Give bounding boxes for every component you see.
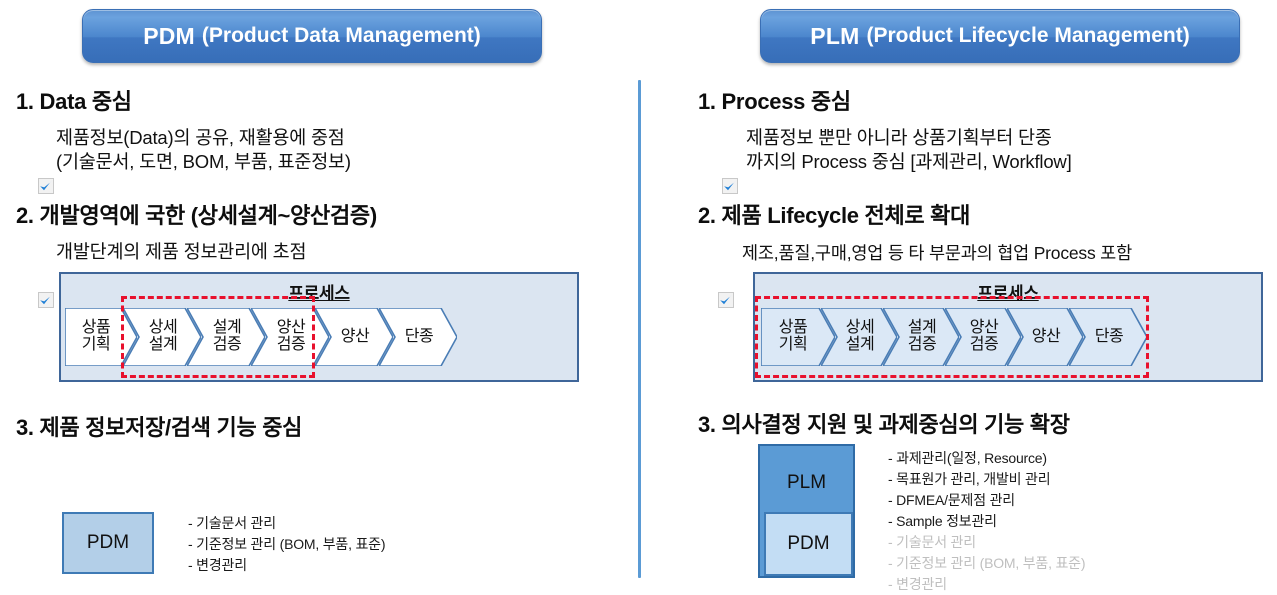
process-step-label: 설계 검증 bbox=[907, 319, 937, 353]
pdm-process-panel: 프로세스 상품 기획 상세 설계 설계 검증 양산 검증 양산 단종 bbox=[59, 272, 579, 382]
process-step-label: 상품 기획 bbox=[81, 319, 111, 353]
process-step: 양산 검증 bbox=[251, 308, 329, 366]
process-step: 상품 기획 bbox=[761, 308, 835, 366]
plm-notes-list: - 과제관리(일정, Resource) - 목표원가 관리, 개발비 관리 - D… bbox=[888, 448, 1086, 595]
panel-plm: PLM (Product Lifecycle Management) 1. Pr… bbox=[640, 0, 1277, 592]
plm-point-1-bullet-1: 제품정보 뿐만 아니라 상품기획부터 단종 까지의 Process 중심 [과제… bbox=[722, 126, 1277, 195]
pdm-header-abbr: PDM bbox=[143, 22, 195, 49]
plm-process-title: 프로세스 bbox=[977, 284, 1039, 303]
pdm-point-2-bullet-1: 개발단계의 제품 정보관리에 초점 bbox=[38, 240, 618, 309]
pdm-process-title: 프로세스 bbox=[288, 284, 350, 303]
plm-point-2-bullet-1: 제조,품질,구매,영업 등 타 부문과의 협업 Process 포함 bbox=[718, 242, 1277, 308]
process-step: 양산 bbox=[1007, 308, 1083, 366]
note-item: - 변경관리 bbox=[888, 576, 947, 592]
check-icon bbox=[718, 246, 734, 308]
process-step: 상품 기획 bbox=[65, 308, 137, 366]
check-icon bbox=[38, 130, 54, 195]
process-step-label: 양산 검증 bbox=[969, 319, 999, 353]
process-step-label: 양산 bbox=[1031, 327, 1061, 345]
process-step: 단종 bbox=[1069, 308, 1147, 366]
plm-point-1-heading: 1. Process 중심 bbox=[698, 89, 851, 114]
process-step-label: 상세 설계 bbox=[148, 319, 178, 353]
panel-pdm: PDM (Product Data Management) 1. Data 중심… bbox=[0, 0, 638, 583]
pdm-point-2-heading: 2. 개발영역에 국한 (상세설계~양산검증) bbox=[16, 203, 377, 228]
pdm-process-chevron-row: 상품 기획 상세 설계 설계 검증 양산 검증 양산 단종 bbox=[61, 296, 577, 378]
process-step: 상세 설계 bbox=[123, 308, 201, 366]
plm-process-panel: 프로세스 상품 기획 상세 설계 설계 검증 양산 검증 양산 단종 bbox=[753, 272, 1263, 382]
panel-divider bbox=[638, 80, 641, 578]
plm-point-2-heading: 2. 제품 Lifecycle 전체로 확대 bbox=[698, 203, 971, 228]
pdm-header-full: (Product Data Management) bbox=[201, 24, 481, 47]
note-item: - DFMEA/문제점 관리 bbox=[888, 492, 1015, 508]
process-step-label: 단종 bbox=[1094, 327, 1124, 345]
plm-stack-inner-pdm-box: PDM bbox=[764, 512, 853, 576]
check-icon bbox=[722, 130, 738, 195]
bullet-text: 개발단계의 제품 정보관리에 초점 bbox=[56, 241, 307, 262]
process-step: 상세 설계 bbox=[821, 308, 897, 366]
plm-header-pill: PLM (Product Lifecycle Management) bbox=[760, 9, 1240, 63]
process-step-label: 상세 설계 bbox=[845, 319, 875, 353]
note-item: - 기술문서 관리 bbox=[888, 534, 976, 550]
note-item: - Sample 정보관리 bbox=[888, 513, 997, 529]
process-step-label: 양산 검증 bbox=[276, 319, 306, 353]
plm-stack-box: PLM PDM bbox=[758, 444, 855, 578]
plm-header-full: (Product Lifecycle Management) bbox=[866, 24, 1190, 47]
process-step: 단종 bbox=[379, 308, 457, 366]
check-icon bbox=[38, 244, 54, 309]
pdm-stack-box-label: PDM bbox=[86, 532, 130, 553]
pdm-point-1-heading: 1. Data 중심 bbox=[16, 89, 132, 114]
bullet-text: 제품정보 뿐만 아니라 상품기획부터 단종 까지의 Process 중심 [과제… bbox=[746, 127, 1072, 173]
process-step-label: 설계 검증 bbox=[212, 319, 242, 353]
pdm-point-1-bullet-1: 제품정보(Data)의 공유, 재활용에 중점 (기술문서, 도면, BOM, … bbox=[38, 126, 618, 195]
pdm-header-pill: PDM (Product Data Management) bbox=[82, 9, 542, 63]
bullet-text: 제품정보(Data)의 공유, 재활용에 중점 (기술문서, 도면, BOM, … bbox=[56, 127, 351, 173]
plm-point-3-heading: 3. 의사결정 지원 및 과제중심의 기능 확장 bbox=[698, 412, 1070, 437]
note-item: - 기준정보 관리 (BOM, 부품, 표준) bbox=[888, 555, 1086, 571]
plm-stack-box-label: PLM bbox=[786, 472, 827, 493]
pdm-point-3-heading: 3. 제품 정보저장/검색 기능 중심 bbox=[16, 415, 303, 440]
bullet-text: 제조,품질,구매,영업 등 타 부문과의 협업 Process 포함 bbox=[742, 243, 1132, 263]
note-item: - 기술문서 관리 bbox=[188, 515, 276, 531]
process-step-label: 상품 기획 bbox=[778, 319, 808, 353]
process-step: 양산 bbox=[315, 308, 393, 366]
process-step: 설계 검증 bbox=[883, 308, 959, 366]
process-step: 양산 검증 bbox=[945, 308, 1021, 366]
plm-header-abbr: PLM bbox=[810, 22, 860, 49]
process-step-label: 단종 bbox=[404, 327, 434, 345]
plm-stack-inner-pdm-label: PDM bbox=[787, 533, 830, 554]
plm-process-chevron-row: 상품 기획 상세 설계 설계 검증 양산 검증 양산 단종 bbox=[755, 296, 1261, 378]
note-item: - 변경관리 bbox=[188, 557, 247, 573]
note-item: - 기준정보 관리 (BOM, 부품, 표준) bbox=[188, 536, 386, 552]
note-item: - 과제관리(일정, Resource) bbox=[888, 450, 1047, 466]
note-item: - 목표원가 관리, 개발비 관리 bbox=[888, 471, 1051, 487]
process-step-label: 양산 bbox=[340, 327, 370, 345]
process-step: 설계 검증 bbox=[187, 308, 265, 366]
pdm-stack-box: PDM bbox=[62, 512, 154, 574]
pdm-notes-list: - 기술문서 관리 - 기준정보 관리 (BOM, 부품, 표준) - 변경관리 bbox=[188, 513, 386, 576]
